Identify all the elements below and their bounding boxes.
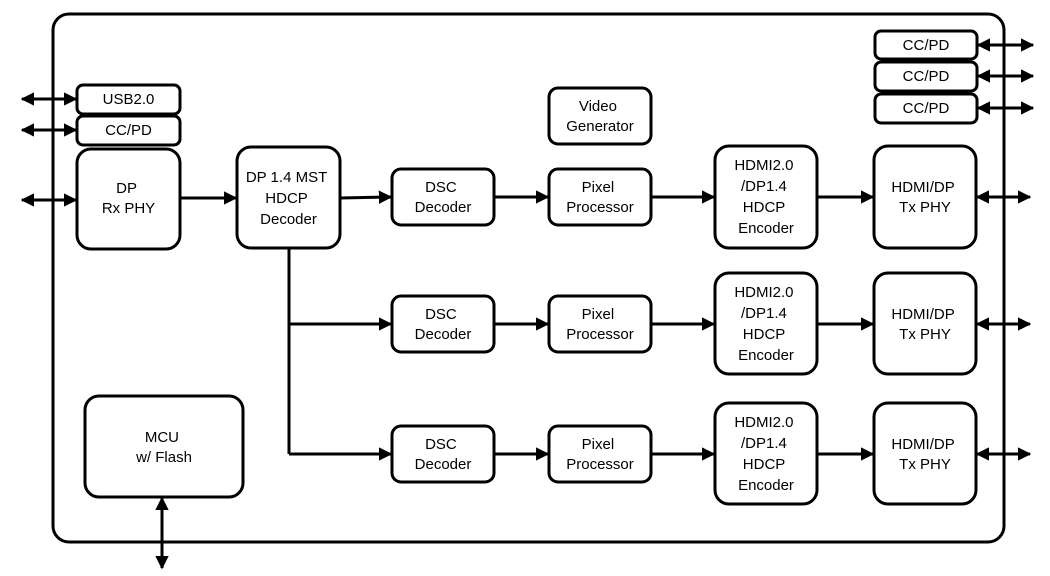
encoder-line: HDMI2.0: [734, 414, 793, 431]
svg-text:MCU w/ Flash: MCU w/ Flash: [135, 429, 192, 466]
encoder-line: Encoder: [738, 347, 794, 364]
mst-line: DP 1.4 MST: [246, 169, 327, 186]
tx-phy-line: Tx PHY: [899, 326, 951, 343]
pixel-processor-block: Pixel Processor: [547, 167, 653, 227]
dsc-line: DSC: [425, 306, 457, 323]
pixel-line: Processor: [566, 326, 634, 343]
tx-phy-block: HDMI/DP Tx PHY: [872, 144, 978, 250]
dsc-line: Decoder: [415, 199, 472, 216]
svg-text:DSC Decoder: DSC Decoder: [415, 179, 472, 216]
svg-text:HDMI2.0 /DP1.4 HDC: HDMI2.0 /DP1.4 HDCP Encoder: [734, 414, 797, 494]
svg-text:DSC Decoder: DSC Decoder: [415, 306, 472, 343]
pixel-line: Pixel: [582, 179, 615, 196]
tx-phy-block: HDMI/DP Tx PHY: [872, 271, 978, 376]
pixel-line: Pixel: [582, 436, 615, 453]
encoder-block: HDMI2.0 /DP1.4 HDCP Encoder: [713, 401, 819, 506]
dsc-line: Decoder: [415, 326, 472, 343]
tx-phy-line: HDMI/DP: [891, 436, 954, 453]
svg-text:Pixel Processor: Pixel Processor: [566, 436, 634, 473]
mcu-line: w/ Flash: [135, 449, 192, 466]
svg-text:HDMI/DP Tx PHY: HDMI/DP Tx PHY: [891, 436, 958, 473]
svg-text:HDMI/DP Tx PHY: HDMI/DP Tx PHY: [891, 179, 958, 216]
encoder-line: HDMI2.0: [734, 284, 793, 301]
encoder-line: HDCP: [743, 326, 785, 343]
mcu-line: MCU: [145, 429, 179, 446]
ccpd-right-label: CC/PD: [903, 37, 950, 54]
dsc-line: Decoder: [415, 456, 472, 473]
encoder-block: HDMI2.0 /DP1.4 HDCP Encoder: [713, 271, 819, 376]
tx-phy-line: Tx PHY: [899, 456, 951, 473]
svg-text:Pixel Processor: Pixel Processor: [566, 306, 634, 343]
encoder-line: /DP1.4: [741, 305, 787, 322]
svg-text:DSC Decoder: DSC Decoder: [415, 436, 472, 473]
mst-to-dsc-arrow: [339, 190, 393, 204]
encoder-line: /DP1.4: [741, 435, 787, 452]
encoder-line: Encoder: [738, 220, 794, 237]
dsc-line: DSC: [425, 179, 457, 196]
usb-label: USB2.0: [103, 91, 155, 108]
encoder-line: HDCP: [743, 199, 785, 216]
ccpd-right-block: CC/PD: [873, 29, 979, 61]
ccpd-right-label: CC/PD: [903, 100, 950, 117]
svg-text:Pixel Processor: Pixel Processor: [566, 179, 634, 216]
svg-text:HDMI2.0 /DP1.4 HDC: HDMI2.0 /DP1.4 HDCP Encoder: [734, 284, 797, 364]
pixel-processor-block: Pixel Processor: [547, 294, 653, 354]
encoder-block: HDMI2.0 /DP1.4 HDCP Encoder: [713, 144, 819, 250]
pixel-line: Processor: [566, 199, 634, 216]
ccpd-left-block: CC/PD: [75, 114, 182, 147]
tx-phy-line: HDMI/DP: [891, 306, 954, 323]
dp-rx-line: Rx PHY: [102, 200, 155, 217]
ccpd-right-block: CC/PD: [873, 60, 979, 93]
mst-line: Decoder: [260, 211, 317, 228]
encoder-line: HDCP: [743, 456, 785, 473]
svg-text:DP Rx PHY: DP Rx PHY: [102, 180, 155, 217]
tx-phy-block: HDMI/DP Tx PHY: [872, 401, 978, 506]
dsc-decoder-block: DSC Decoder: [390, 294, 496, 354]
svg-text:HDMI/DP Tx PHY: HDMI/DP Tx PHY: [891, 306, 958, 343]
encoder-line: Encoder: [738, 477, 794, 494]
dsc-line: DSC: [425, 436, 457, 453]
pixel-line: Processor: [566, 456, 634, 473]
encoder-line: /DP1.4: [741, 178, 787, 195]
dsc-decoder-block: DSC Decoder: [390, 424, 496, 484]
video-gen-line: Video: [579, 98, 617, 115]
svg-text:Video Generator: Video Generator: [566, 98, 634, 135]
encoder-line: HDMI2.0: [734, 157, 793, 174]
svg-text:DP 1.4 MST HDCP De: DP 1.4 MST HDCP Decoder: [246, 169, 331, 228]
dp-rx-phy-block: DP Rx PHY: [75, 147, 182, 251]
ccpd-right-block: CC/PD: [873, 92, 979, 125]
mst-line: HDCP: [265, 190, 307, 207]
pixel-line: Pixel: [582, 306, 615, 323]
ccpd-right-label: CC/PD: [903, 68, 950, 85]
pixel-processor-block: Pixel Processor: [547, 424, 653, 484]
video-gen-line: Generator: [566, 118, 634, 135]
dsc-decoder-block: DSC Decoder: [390, 167, 496, 227]
dp-mst-hdcp-decoder-block: DP 1.4 MST HDCP Decoder: [235, 145, 342, 250]
svg-text:HDMI2.0 /DP1.4 HDC: HDMI2.0 /DP1.4 HDCP Encoder: [734, 157, 797, 237]
tx-phy-line: Tx PHY: [899, 199, 951, 216]
dp-rx-line: DP: [116, 180, 137, 197]
video-generator-block: Video Generator: [547, 86, 653, 146]
mcu-flash-block: MCU w/ Flash: [83, 394, 245, 499]
usb-block: USB2.0: [75, 83, 182, 116]
tx-phy-line: HDMI/DP: [891, 179, 954, 196]
ccpd-left-label: CC/PD: [105, 122, 152, 139]
